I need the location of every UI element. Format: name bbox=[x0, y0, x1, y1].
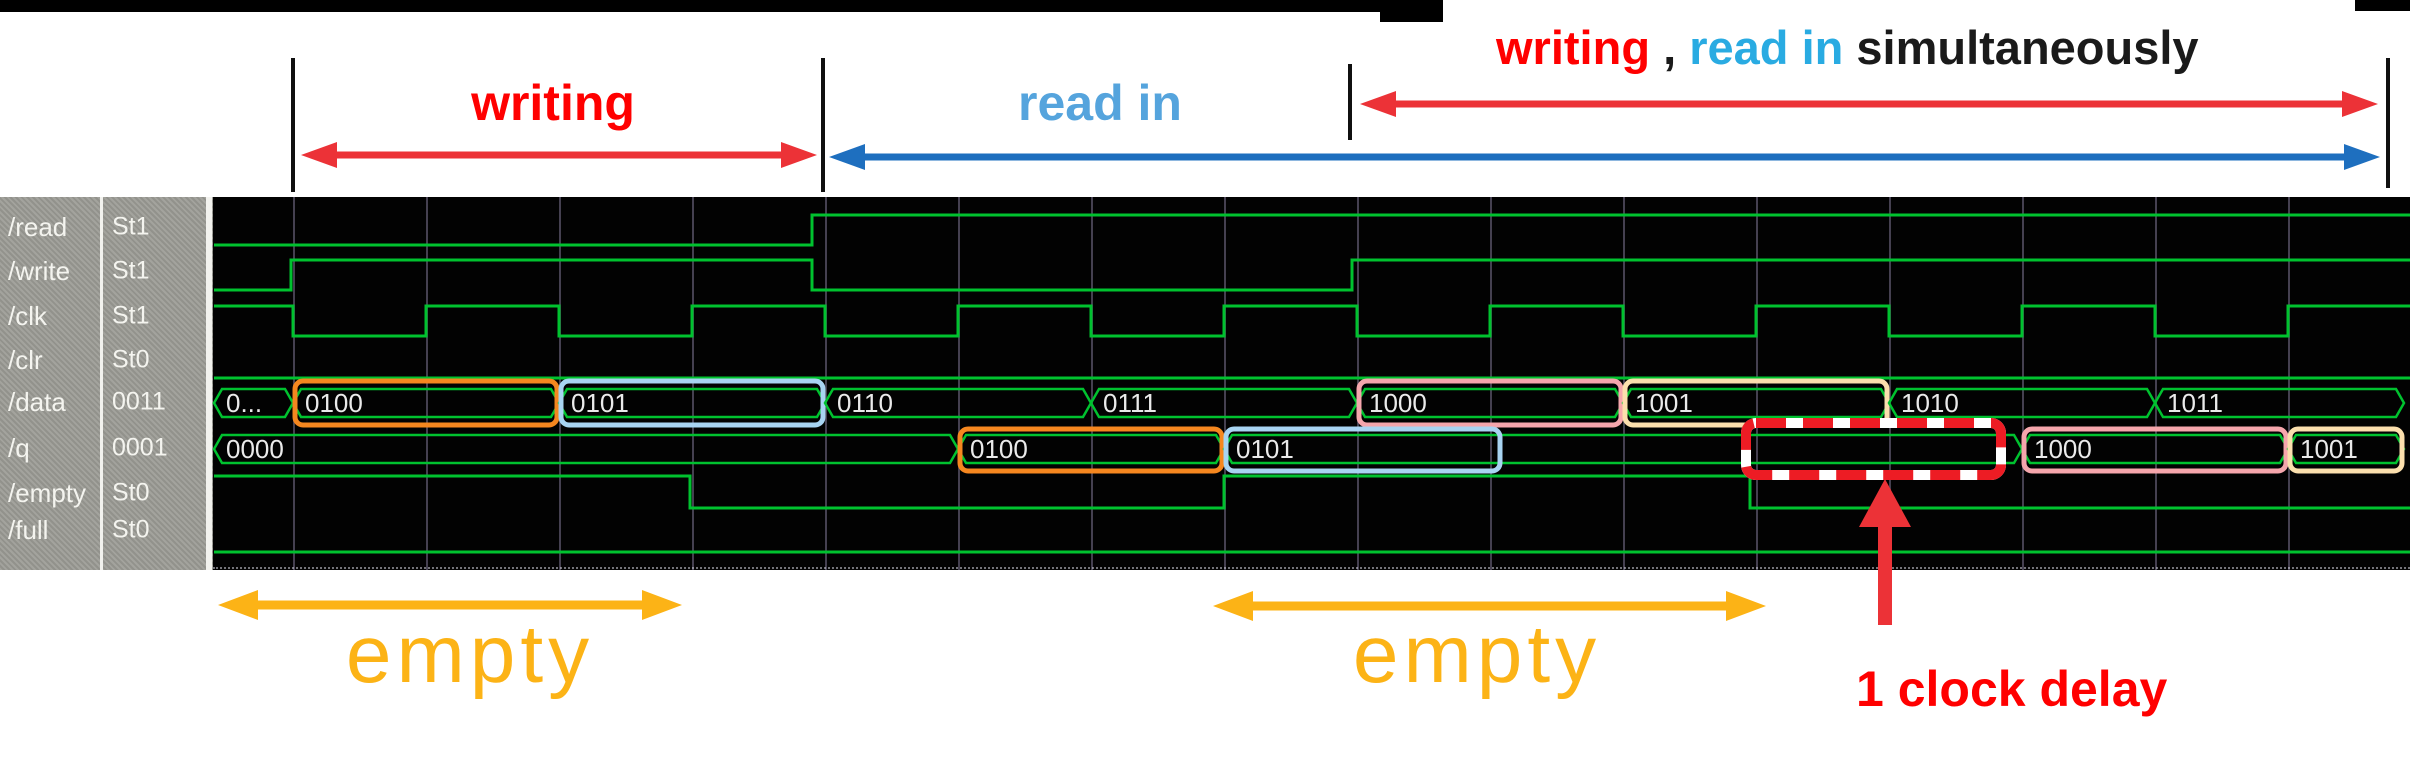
empty-annotation-left: empty bbox=[345, 609, 595, 700]
signal-value-full[interactable]: St0 bbox=[112, 515, 150, 544]
signal-name-q[interactable]: /q bbox=[8, 433, 30, 463]
writing-arrow-right-head bbox=[781, 142, 817, 168]
phase-label-read-in: read in bbox=[1018, 75, 1182, 131]
signal-name-empty[interactable]: /empty bbox=[8, 478, 87, 508]
signal-value-q[interactable]: 0001 bbox=[112, 433, 168, 462]
title-part-0: writing bbox=[1496, 21, 1651, 74]
signal-name-read[interactable]: /read bbox=[8, 212, 68, 242]
signal-value-data[interactable]: 0011 bbox=[112, 387, 166, 416]
signal-value-read[interactable]: St1 bbox=[112, 212, 150, 241]
signal-name-write[interactable]: /write bbox=[8, 256, 71, 286]
signal-value-clk[interactable]: St1 bbox=[112, 301, 150, 330]
title-part-2: read in bbox=[1689, 21, 1844, 74]
signal-name-full[interactable]: /full bbox=[8, 515, 49, 545]
signal-name-clk[interactable]: /clk bbox=[8, 301, 47, 331]
empty-arrow-left-left-head bbox=[218, 590, 258, 620]
writing-arrow-left-head bbox=[301, 142, 337, 168]
top-black-bar-left bbox=[0, 0, 1443, 12]
read-in-arrow-right-head bbox=[2344, 144, 2380, 170]
empty-arrow-left-right-head bbox=[642, 590, 682, 620]
signal-value-write[interactable]: St1 bbox=[112, 256, 150, 285]
title-part-1: , bbox=[1650, 21, 1690, 74]
top-black-bar-right bbox=[2355, 0, 2410, 11]
title-part-3: simultaneously bbox=[1843, 21, 2199, 74]
panel-separator-1 bbox=[100, 197, 103, 570]
empty-annotation-right: empty bbox=[1352, 609, 1602, 700]
signal-name-data[interactable]: /data bbox=[8, 387, 66, 417]
empty-arrow-right-left-head bbox=[1213, 591, 1253, 621]
waveform-canvas[interactable] bbox=[213, 197, 2410, 570]
simultaneous-arrow-right-head bbox=[2342, 91, 2378, 117]
signal-value-empty[interactable]: St0 bbox=[112, 478, 150, 507]
one-clock-delay-label: 1 clock delay bbox=[1856, 661, 2168, 717]
phase-label-writing: writing bbox=[471, 75, 635, 131]
empty-arrow-right-right-head bbox=[1726, 591, 1766, 621]
signal-value-clr[interactable]: St0 bbox=[112, 345, 150, 374]
signal-name-clr[interactable]: /clr bbox=[8, 345, 43, 375]
read-in-arrow-left-head bbox=[829, 144, 865, 170]
title-writing-read-in-simultaneously: writing , read in simultaneously bbox=[1496, 20, 2199, 75]
panel-separator-2 bbox=[206, 197, 212, 570]
top-black-bar-step bbox=[1380, 0, 1443, 22]
simultaneous-arrow-left-head bbox=[1360, 91, 1396, 117]
signal-name-value-panel bbox=[0, 197, 213, 570]
